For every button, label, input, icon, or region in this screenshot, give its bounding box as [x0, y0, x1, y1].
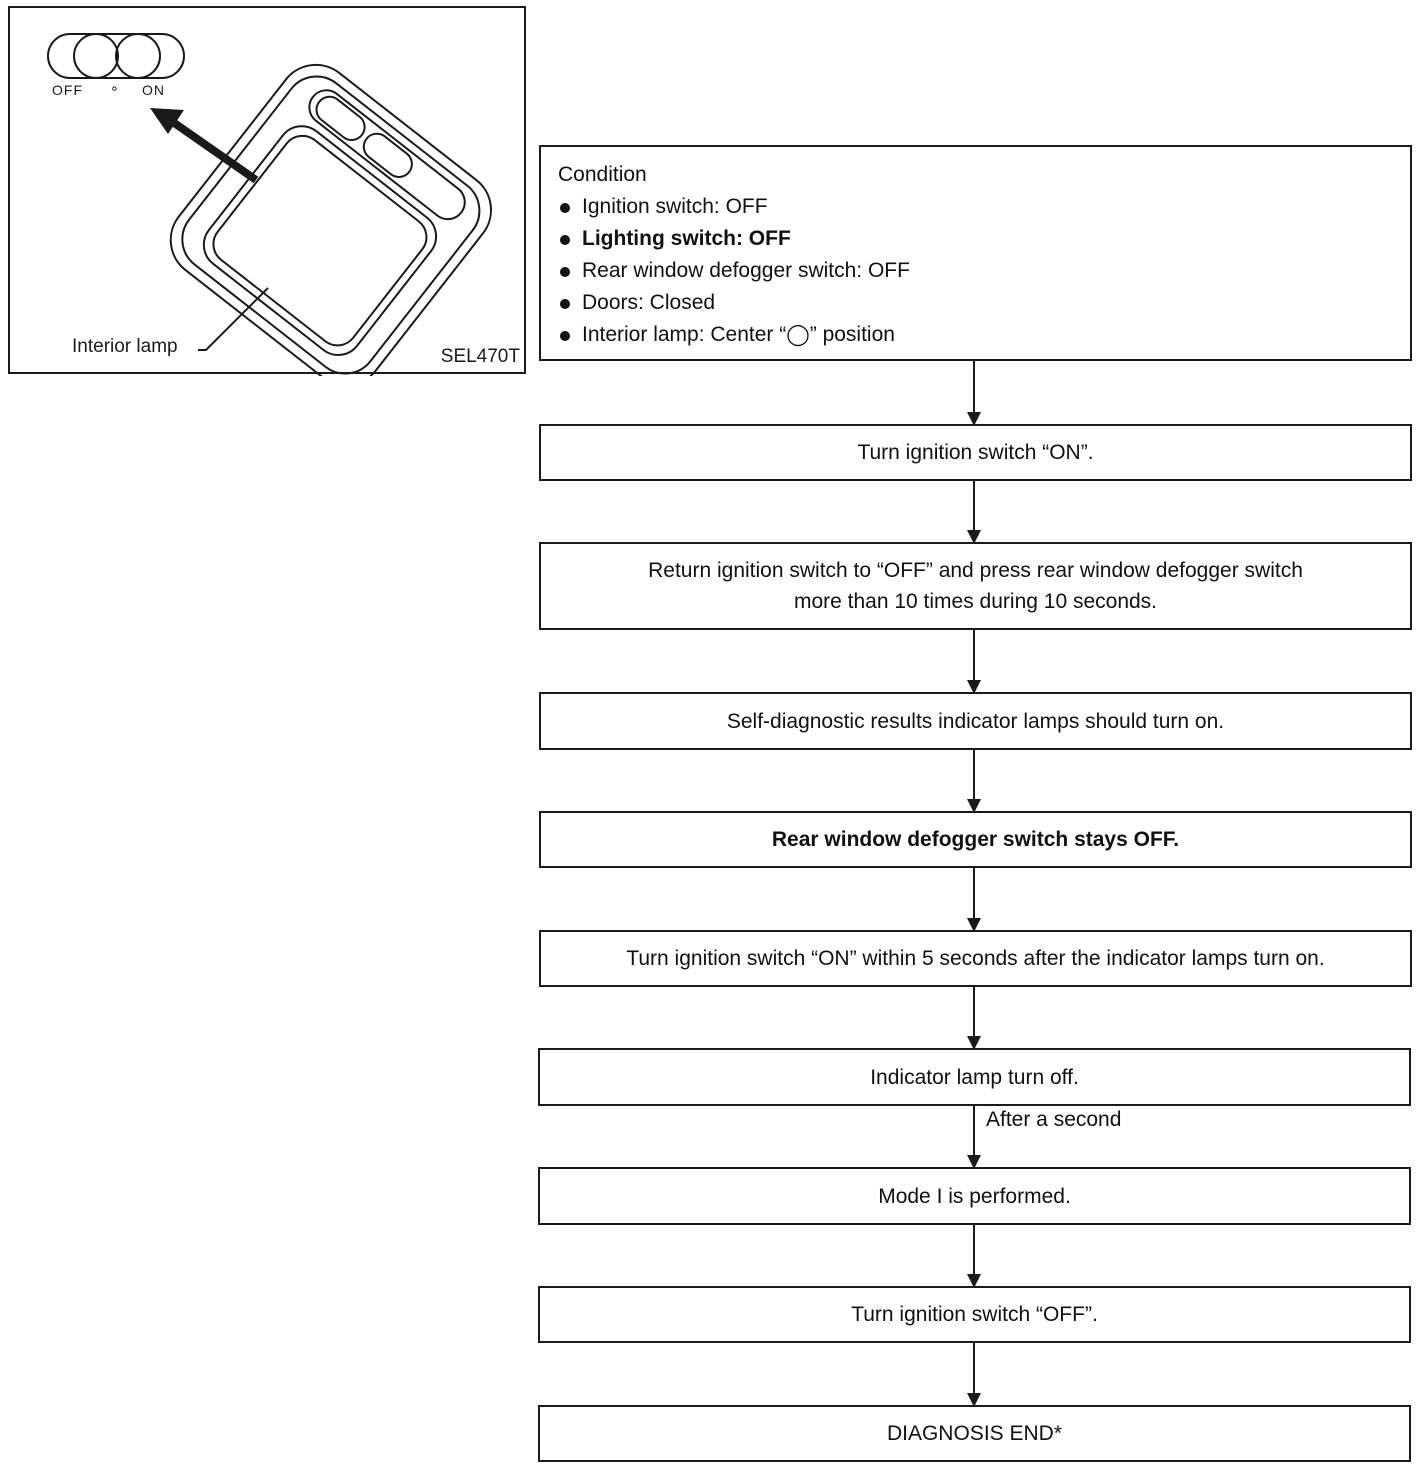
condition-item: Ignition switch: OFF	[558, 191, 1410, 223]
switch-center-label: ∘	[110, 80, 119, 96]
flow-arrow	[967, 750, 981, 813]
step-defogger-stays-off: Rear window defogger switch stays OFF.	[539, 811, 1412, 868]
condition-item: Doors: Closed	[558, 287, 1410, 319]
step-turn-ignition-on: Turn ignition switch “ON”.	[539, 424, 1412, 481]
flow-arrow	[967, 1343, 981, 1407]
after-a-second-note: After a second	[986, 1108, 1122, 1131]
condition-item: Rear window defogger switch: OFF	[558, 255, 1410, 287]
flow-arrow	[967, 481, 981, 544]
flow-arrow	[967, 630, 981, 694]
step-text: Self-diagnostic results indicator lamps …	[726, 709, 1225, 733]
flow-arrow	[967, 1225, 981, 1288]
interior-lamp-drawing	[47, 33, 492, 376]
step-text: Rear window defogger switch stays OFF.	[771, 828, 1180, 851]
flow-arrow	[967, 361, 981, 426]
condition-box: Condition Ignition switch: OFF Lighting …	[539, 145, 1412, 361]
condition-list: Ignition switch: OFF Lighting switch: OF…	[558, 191, 1410, 351]
step-indicator-on: Self-diagnostic results indicator lamps …	[539, 692, 1412, 750]
switch-off-label: OFF	[52, 82, 83, 98]
step-indicator-off: Indicator lamp turn off.	[538, 1048, 1411, 1106]
condition-item: Lighting switch: OFF	[558, 223, 1410, 255]
condition-item: Interior lamp: Center “◯” position	[558, 319, 1410, 351]
flow-arrow	[967, 987, 981, 1050]
switch-icon	[47, 33, 185, 79]
step-text: Turn ignition switch “ON” within 5 secon…	[626, 947, 1325, 970]
step-ignition-on-within-5s: Turn ignition switch “ON” within 5 secon…	[539, 930, 1412, 987]
interior-lamp-label: Interior lamp	[72, 336, 178, 357]
condition-title: Condition	[558, 163, 647, 186]
step-diagnosis-end: DIAGNOSIS END*	[538, 1405, 1411, 1462]
step-turn-ignition-off: Turn ignition switch “OFF”.	[538, 1286, 1411, 1343]
interior-lamp-figure: OFF ∘ ON Interior lamp SEL470T	[8, 6, 526, 376]
step-text: Turn ignition switch “ON”.	[857, 441, 1094, 464]
step-text: Mode I is performed.	[878, 1184, 1071, 1208]
flow-arrow	[967, 868, 981, 932]
step-mode-i: Mode I is performed.	[538, 1167, 1411, 1225]
figure-code: SEL470T	[440, 346, 520, 367]
lamp-body	[169, 63, 492, 376]
step-text: Indicator lamp turn off.	[870, 1065, 1079, 1089]
step-text: Turn ignition switch “OFF”.	[851, 1303, 1098, 1326]
step-press-defogger: Return ignition switch to “OFF” and pres…	[539, 542, 1412, 630]
switch-on-label: ON	[142, 82, 165, 98]
step-text: more than 10 times during 10 seconds.	[793, 590, 1158, 613]
flow-arrow	[967, 1106, 981, 1169]
step-text: Return ignition switch to “OFF” and pres…	[648, 559, 1303, 582]
step-text: DIAGNOSIS END*	[886, 1422, 1063, 1445]
